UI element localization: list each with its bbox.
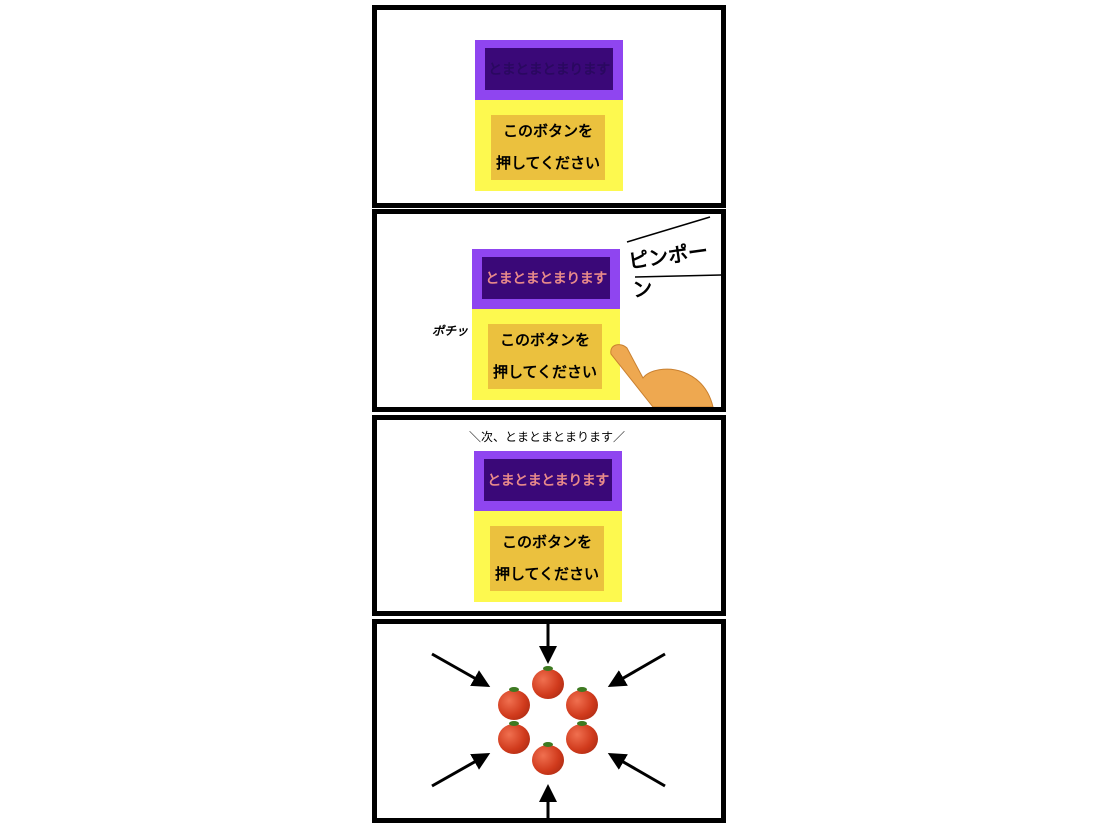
stop-button[interactable]: このボタンを押してください — [490, 526, 604, 591]
panel-4 — [372, 619, 726, 823]
panel-3: ＼次、とまとまとまります／ とまとまとまります このボタンを押してください — [372, 415, 726, 616]
button-line-1: このボタンを — [502, 122, 593, 140]
click-sfx: ポチッ — [432, 324, 469, 338]
button-line-1: このボタンを — [499, 331, 590, 349]
button-line-2: 押してください — [492, 363, 598, 381]
sign-display: とまとまとまります — [475, 40, 623, 100]
stop-button[interactable]: このボタンを押してください — [491, 115, 605, 180]
announcement: ＼次、とまとまとまります／ — [469, 430, 626, 444]
sign-display-text: とまとまとまります — [482, 257, 610, 299]
sign-display-text: とまとまとまります — [484, 459, 612, 501]
button-line-2: 押してください — [495, 154, 601, 172]
panel-2: とまとまとまります このボタンを押してください ポチッ ピンポーン — [372, 209, 726, 412]
tomato — [498, 721, 530, 754]
tomato — [532, 666, 564, 699]
tomato — [566, 687, 598, 720]
converging-arrows — [431, 624, 666, 818]
stop-button[interactable]: このボタンを押してください — [488, 324, 602, 389]
tomato — [498, 687, 530, 720]
tomato — [566, 721, 598, 754]
button-line-2: 押してください — [494, 565, 600, 583]
tomato — [532, 742, 564, 775]
chime-lines — [626, 216, 721, 278]
button-line-1: このボタンを — [501, 533, 592, 551]
finger-icon — [610, 344, 714, 407]
sign-display-text: とまとまとまります — [485, 48, 613, 90]
panel-1: とまとまとまります このボタンを押してください — [372, 5, 726, 208]
